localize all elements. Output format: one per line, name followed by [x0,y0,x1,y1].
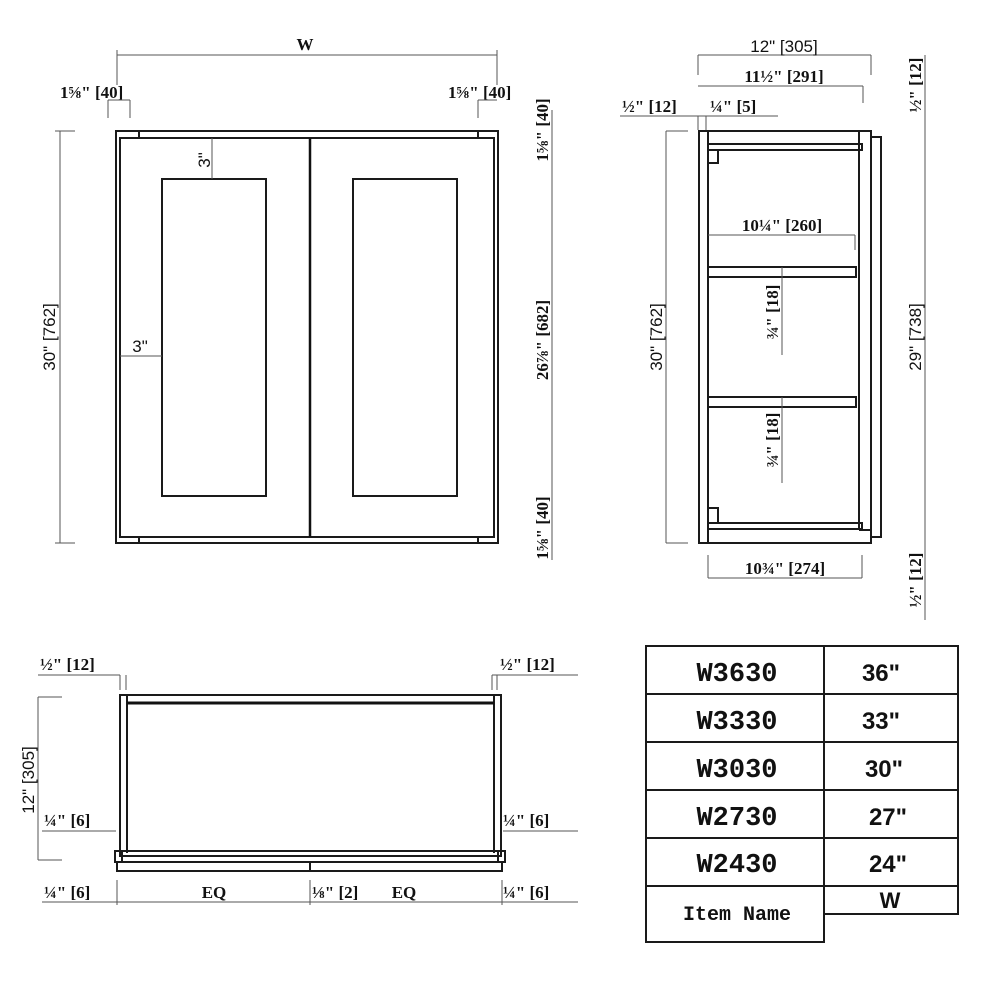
right-door-panel [352,178,458,497]
side-view: 12" [305] 11½" [291] ½" [12] ¼" [5] 10¼"… [620,37,926,620]
shelf-depth-dim: 10¼" [260] [742,216,822,235]
table-row: W3630 36" [696,660,900,690]
middle-height-dim: 26⅞" [682] [533,300,552,380]
bottom-rail-dim: 1⅝" [40] [533,496,552,559]
table-row: W3330 33" [696,708,900,738]
table-row: W2430 24" [696,851,907,881]
item-width: 36" [862,660,900,687]
item-width: 24" [869,851,907,878]
bottom-depth-dim: 10¾" [274] [745,559,825,578]
left-side-dim: ¼" [6] [44,811,90,830]
top-left-door-dim: ½" [12] [40,655,95,674]
width-header: W [880,888,901,913]
table-row: W3030 30" [696,756,903,786]
item-code: W3630 [696,660,777,690]
front-height-dim: 30" [762] [40,303,59,370]
bottom-left-dim: ¼" [6] [44,883,90,902]
item-name-header: Item Name [683,904,791,927]
right-side-dim: ¼" [6] [503,811,549,830]
left-stile-dim: 1⅝" [40] [60,83,123,102]
depth-box-dim: 11½" [291] [744,67,823,86]
top-view: ½" [12] ½" [12] 12" [305] ¼" [6] ¼" [6] [19,655,578,905]
shelf-thickness-2: ¾" [18] [763,413,782,468]
item-width: 33" [862,708,900,735]
item-code: W3030 [696,756,777,786]
shelf-thickness-1: ¾" [18] [763,285,782,340]
interior-height-dim: 29" [738] [906,303,925,370]
width-label: W [297,35,314,54]
top-offset-dim: ½" [12] [906,58,925,113]
eq-left-label: EQ [202,883,227,902]
item-width: 30" [865,756,903,783]
stile-dim: 3" [132,337,148,356]
top-depth-dim: 12" [305] [19,746,38,813]
bottom-offset-dim: ½" [12] [906,553,925,608]
rail-dim: 3" [195,152,214,168]
back-panel-dim: ¼" [5] [710,97,756,116]
side-height-dim: 30" [762] [647,303,666,370]
item-width: 27" [869,804,907,831]
bottom-right-dim: ¼" [6] [503,883,549,902]
top-rail-dim: 1⅝" [40] [533,98,552,161]
item-code: W2730 [696,804,777,834]
left-door-panel [161,178,267,497]
table-row: W2730 27" [696,804,907,834]
eq-right-label: EQ [392,883,417,902]
top-right-door-dim: ½" [12] [500,655,555,674]
front-view: W 1⅝" [40] 1⅝" [40] 30" [762] 3" 3" [40,35,553,560]
right-stile-dim: 1⅝" [40] [448,83,511,102]
door-thickness-dim: ½" [12] [622,97,677,116]
bottom-center-dim: ⅛" [2] [312,883,358,902]
depth-total-dim: 12" [305] [750,37,817,56]
item-code: W3330 [696,708,777,738]
item-code: W2430 [696,851,777,881]
item-table: W3630 36" W3330 33" W3030 30" W2730 27" … [645,645,959,943]
